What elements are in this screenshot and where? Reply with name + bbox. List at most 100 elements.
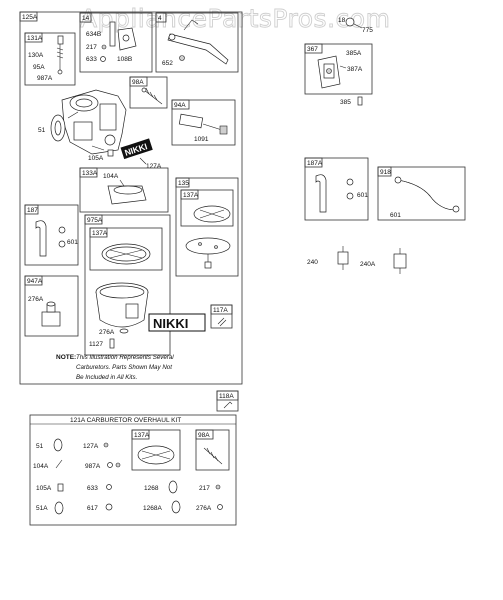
note-label: NOTE: [56, 354, 76, 361]
screw-385 [357, 96, 363, 106]
label-95A: 95A [33, 64, 45, 71]
fuel-filter-240-part [337, 246, 349, 270]
choke-shaft-part [167, 19, 229, 65]
group-975A[interactable]: 975A 137A 276A 1127 [84, 214, 171, 356]
group-125A[interactable]: 125A [19, 11, 243, 385]
label-276A-947A: 276A [28, 296, 44, 303]
group-94A-code: 94A [174, 102, 186, 109]
nikki-plate-text: NIKKI [153, 316, 188, 331]
label-130A: 130A [28, 52, 44, 59]
nikki-plate: NIKKI [148, 313, 206, 332]
group-975A-code: 975A [87, 217, 103, 224]
group-135[interactable]: 135 137A [175, 177, 239, 277]
label-51: 51 [38, 127, 46, 134]
group-98A-top[interactable]: 98A [129, 76, 168, 109]
nut-105A [107, 149, 114, 157]
kit-label-127A: 127A [83, 443, 99, 450]
label-217: 217 [86, 44, 97, 51]
kit-spring-screw-part [203, 447, 223, 465]
group-975A-inner-code: 137A [92, 230, 108, 237]
group-118A-code: 118A [219, 393, 234, 400]
fuel-line-187A-part [315, 174, 354, 213]
clip-part [217, 317, 227, 327]
kit-label-1268A: 1268A [143, 505, 162, 512]
label-1091: 1091 [194, 136, 209, 143]
group-14[interactable]: 14 634B 217 633 108B [79, 12, 153, 73]
gasket-51 [50, 114, 66, 142]
kit-inner-98A-code: 98A [198, 432, 210, 439]
label-987A: 987A [37, 75, 53, 82]
kit-label-104A: 104A [33, 463, 49, 470]
o-ring-276A [119, 328, 129, 334]
float-part [107, 179, 147, 205]
group-918[interactable]: 918 601 [377, 166, 466, 221]
label-652: 652 [162, 60, 173, 67]
top-right-part [345, 17, 363, 29]
kit-label-217: 217 [199, 485, 210, 492]
label-601: 601 [67, 239, 78, 246]
group-125A-code: 125A [22, 14, 38, 21]
nikki-tag-text: NIKKI [123, 141, 148, 158]
group-131A[interactable]: 131A 130A 95A 987A [24, 32, 76, 86]
shaft-part [100, 21, 137, 62]
note-line-2: Carburetors. Parts Shown May Not [76, 364, 172, 371]
label-240: 240 [307, 259, 318, 266]
kit-label-276A: 276A [196, 505, 212, 512]
label-127A: 127A [146, 163, 162, 170]
fuel-line-918-part [394, 176, 460, 213]
label-104A: 104A [103, 173, 119, 180]
kit-label-987A: 987A [85, 463, 101, 470]
float-bowl-part [95, 282, 149, 328]
group-4-code: 4 [158, 15, 162, 22]
group-135-inner-code: 137A [183, 192, 199, 199]
kit-gasket-part [137, 445, 175, 465]
group-14-code: 14 [82, 15, 90, 22]
group-121A-kit[interactable]: 121A CARBURETOR OVERHAUL KIT 137A 98A 51… [29, 414, 237, 526]
group-187-code: 187 [27, 207, 38, 214]
group-94A[interactable]: 94A 1091 [171, 99, 236, 146]
label-105A: 105A [88, 155, 104, 162]
group-187A[interactable]: 187A 601 [304, 157, 369, 221]
fuel-line-part [35, 220, 66, 257]
group-367-code: 367 [307, 46, 318, 53]
note-line-1: This Illustration Represents Several [76, 354, 174, 361]
group-947A[interactable]: 947A 276A [24, 275, 79, 337]
group-133A[interactable]: 133A 104A [79, 167, 169, 213]
nikki-tag: NIKKI [120, 138, 153, 160]
screw-1127 [109, 338, 115, 349]
label-108B: 108B [117, 56, 132, 63]
solenoid-valve-part [41, 301, 61, 327]
solenoid-part [178, 113, 228, 135]
label-775: 775 [362, 27, 373, 34]
group-4[interactable]: 4 652 [155, 12, 239, 73]
group-135-code: 135 [178, 180, 189, 187]
float-bowl-gasket-part [185, 205, 231, 269]
group-187[interactable]: 187 601 [24, 204, 79, 266]
kit-label-51A: 51A [36, 505, 48, 512]
label-633: 633 [86, 56, 97, 63]
group-187A-code: 187A [307, 160, 323, 167]
kit-inner-137A-code: 137A [134, 432, 150, 439]
label-385: 385 [340, 99, 351, 106]
kit-label-633: 633 [87, 485, 98, 492]
label-240A: 240A [360, 261, 376, 268]
label-601-187A: 601 [357, 192, 368, 199]
kit-label-51: 51 [36, 443, 44, 450]
label-1127: 1127 [89, 341, 103, 348]
group-118A[interactable]: 118A [216, 390, 239, 412]
spring-screw-part [141, 87, 163, 105]
spring-clip-part [223, 401, 233, 409]
group-367[interactable]: 367 385A 387A [304, 43, 373, 95]
bowl-gasket-part [101, 243, 151, 265]
carburetor-body [61, 89, 127, 155]
kit-label-1268: 1268 [144, 485, 159, 492]
kit-label-105A: 105A [36, 485, 52, 492]
label-634B: 634B [86, 31, 101, 38]
group-133A-code: 133A [82, 170, 98, 177]
group-117A[interactable]: 117A [210, 304, 233, 329]
note-block: NOTE: This Illustration Represents Sever… [56, 354, 174, 381]
note-line-3: Be Included in All Kits. [76, 374, 137, 381]
group-918-code: 918 [380, 169, 391, 176]
group-131A-code: 131A [27, 35, 43, 42]
